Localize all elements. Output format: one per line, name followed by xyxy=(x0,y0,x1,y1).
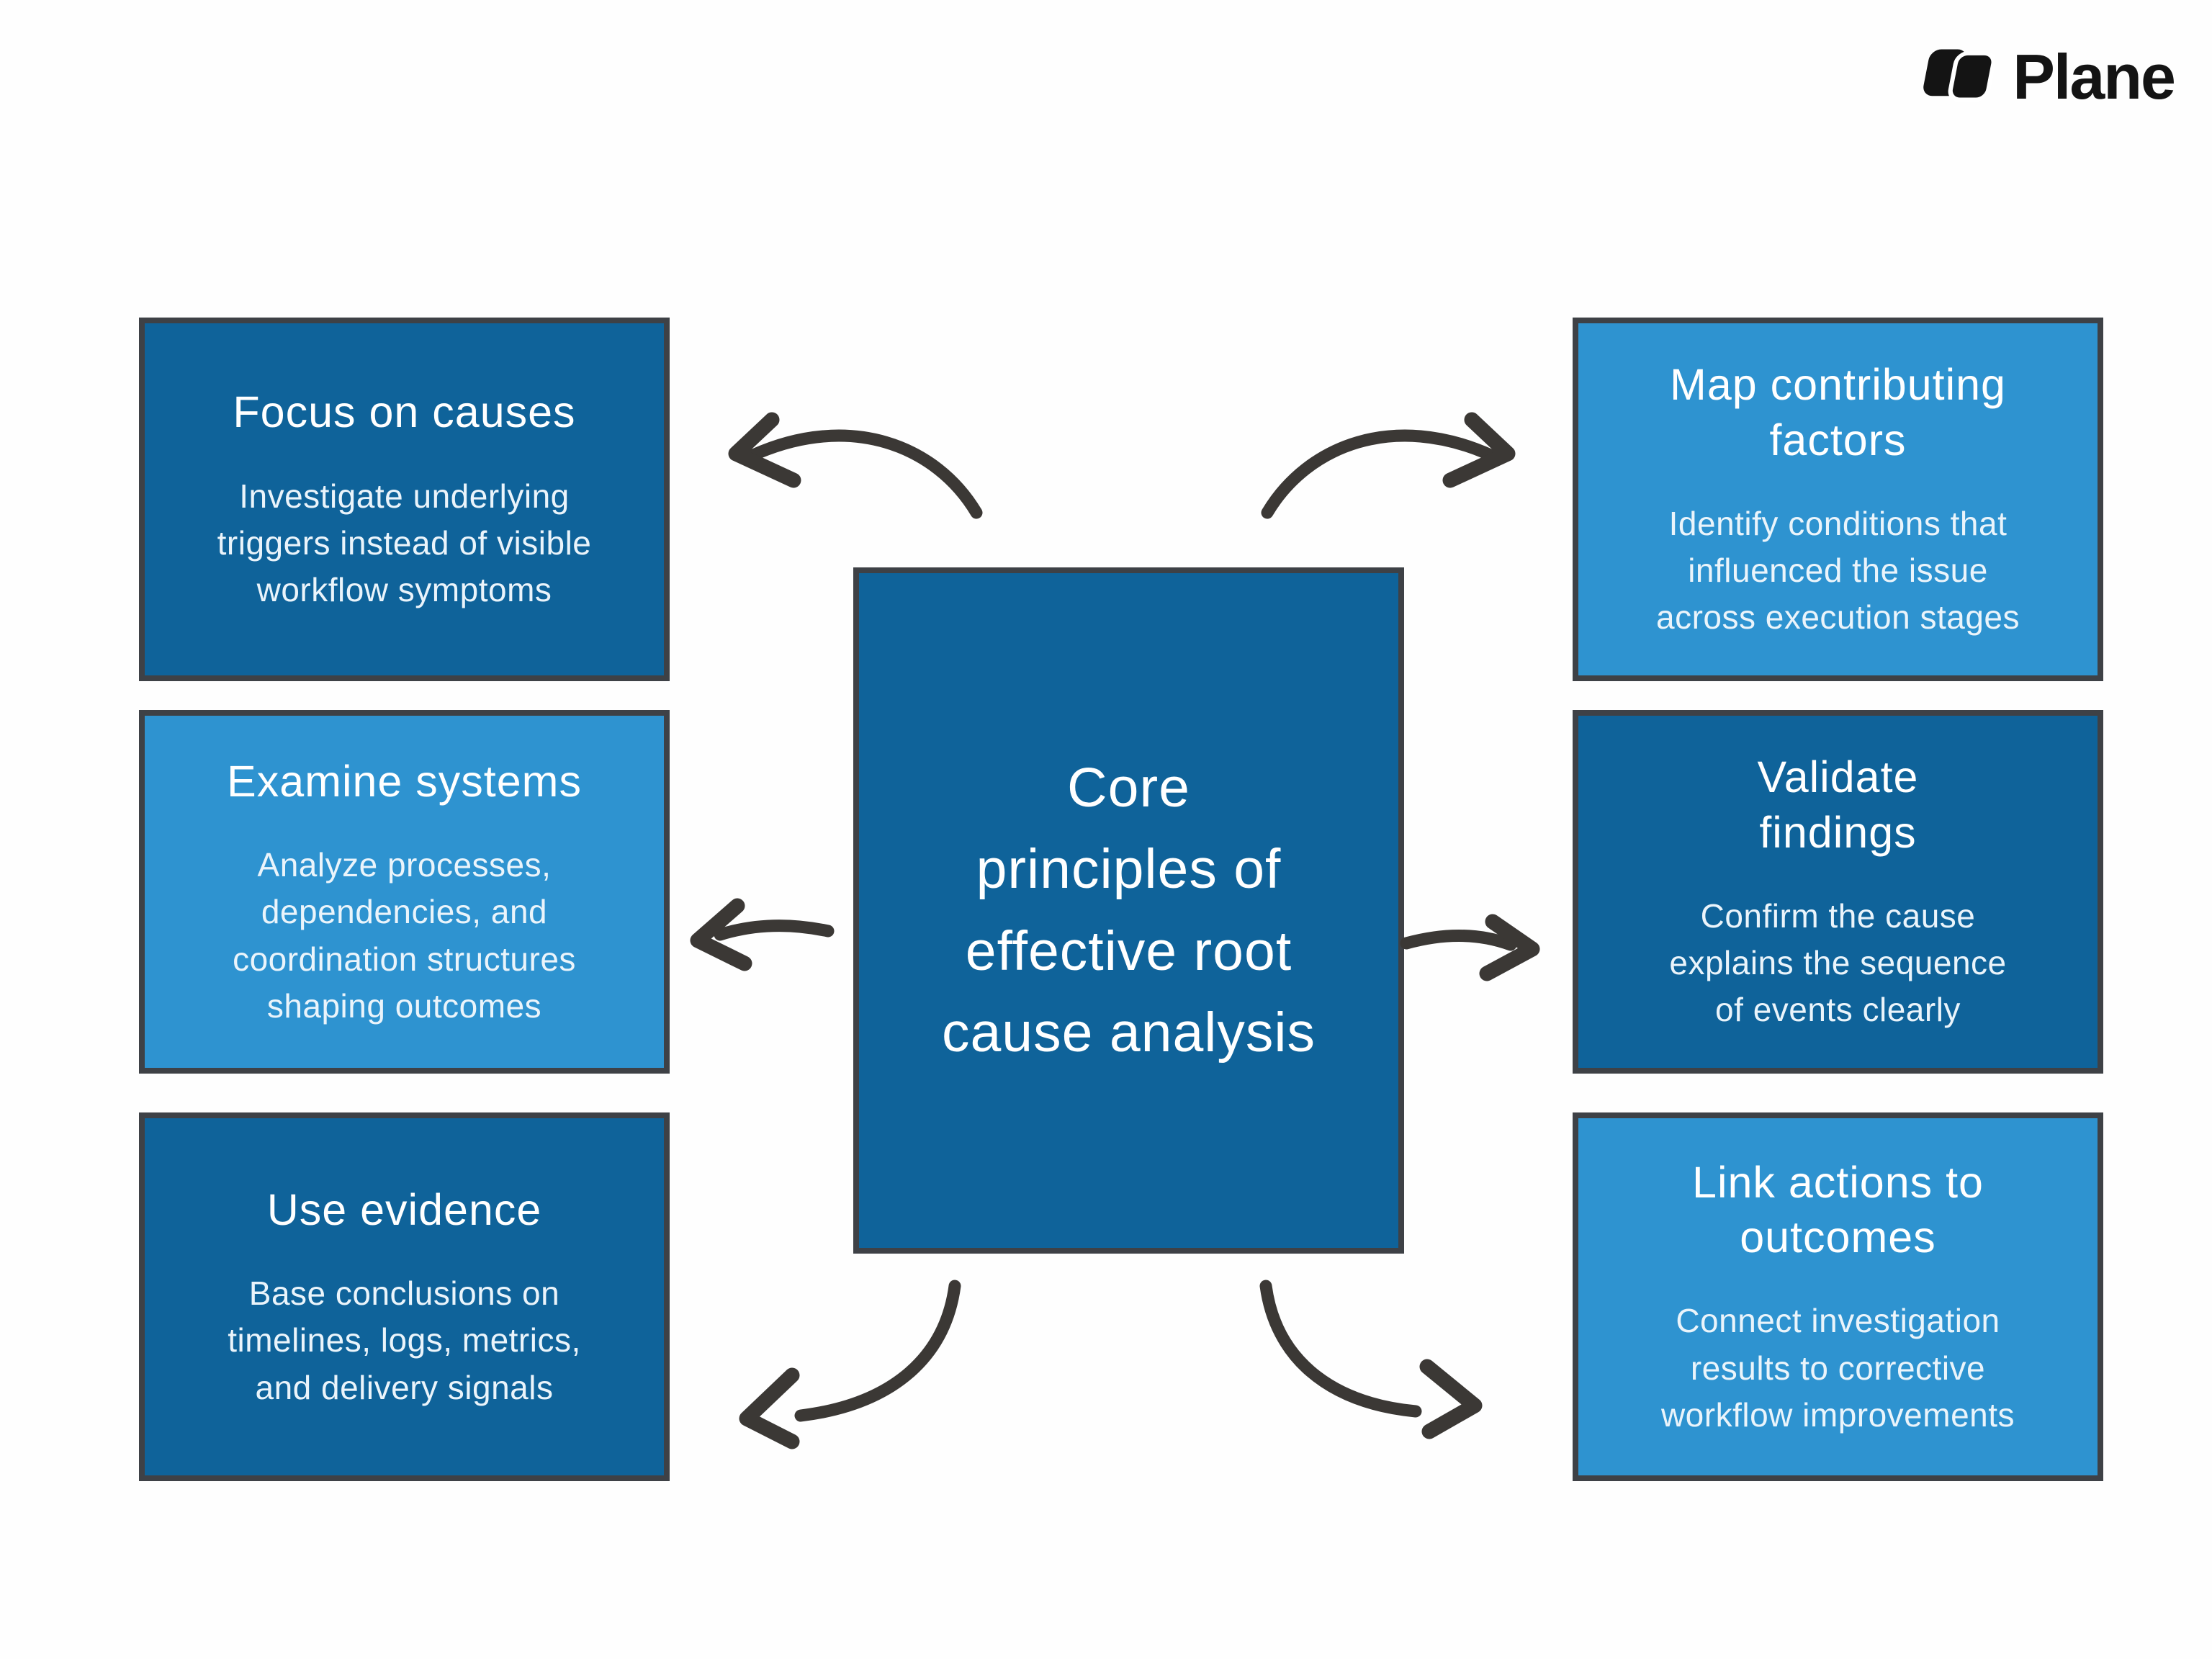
arrow-center-to-link-actions-to-outcomes-icon xyxy=(1259,1280,1483,1439)
box-title: Examine systems xyxy=(227,756,582,806)
box-body: Base conclusions on timelines, logs, met… xyxy=(228,1274,581,1406)
box-focus-on-causes: Focus on causes Investigate underlying t… xyxy=(139,318,670,681)
plane-logo: Plane xyxy=(1917,40,2176,114)
box-map-contributing-factors: Map contributing factors Identify condit… xyxy=(1573,318,2103,681)
arrow-center-to-focus-on-causes-icon xyxy=(728,412,983,519)
box-title: Link actions to outcomes xyxy=(1692,1157,1984,1262)
center-title: Core principles of effective root cause … xyxy=(941,757,1316,1064)
box-body: Connect investigation results to correct… xyxy=(1660,1302,2015,1434)
box-body: Identify conditions that influenced the … xyxy=(1656,504,2020,637)
box-examine-systems: Examine systems Analyze processes, depen… xyxy=(139,710,670,1074)
box-title: Use evidence xyxy=(266,1184,542,1234)
box-body: Investigate underlying triggers instead … xyxy=(217,477,592,609)
plane-logo-icon xyxy=(1923,49,1996,102)
arrow-center-to-validate-findings-icon xyxy=(1400,914,1540,981)
box-title: Validate findings xyxy=(1757,752,1919,857)
arrow-center-to-map-contributing-factors-icon xyxy=(1261,412,1516,519)
box-use-evidence: Use evidence Base conclusions on timelin… xyxy=(139,1112,670,1481)
plane-logo-text: Plane xyxy=(2013,41,2176,112)
box-body: Analyze processes, dependencies, and coo… xyxy=(233,846,576,1025)
box-core-principles: Core principles of effective root cause … xyxy=(853,567,1404,1254)
box-validate-findings: Validate findings Confirm the cause expl… xyxy=(1573,710,2103,1074)
arrow-center-to-examine-systems-icon xyxy=(690,898,835,971)
arrow-center-to-use-evidence-icon xyxy=(739,1280,961,1449)
box-title: Focus on causes xyxy=(233,387,576,437)
box-link-actions-to-outcomes: Link actions to outcomes Connect investi… xyxy=(1573,1112,2103,1481)
box-body: Confirm the cause explains the sequence … xyxy=(1669,896,2007,1029)
box-title: Map contributing factors xyxy=(1670,360,2006,464)
